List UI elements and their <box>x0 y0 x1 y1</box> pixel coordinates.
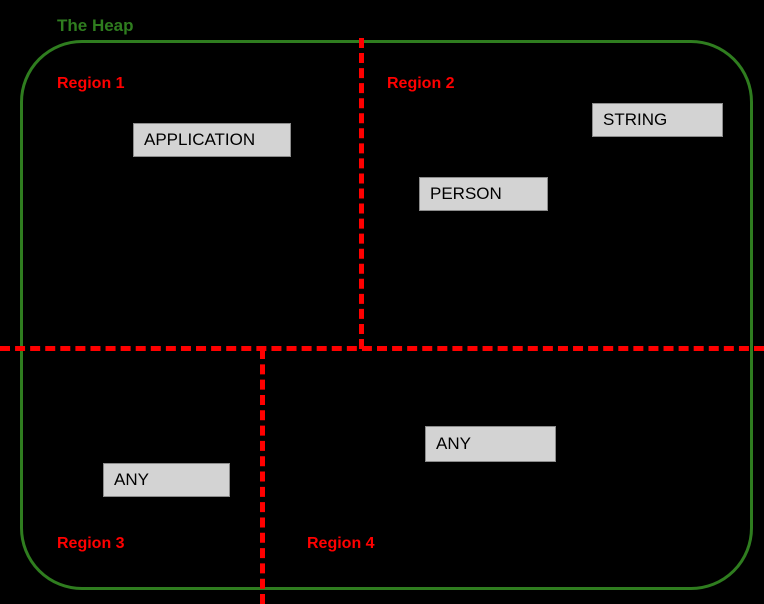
heap-object-person: PERSON <box>419 177 548 211</box>
heap-title: The Heap <box>57 16 134 35</box>
region-divider-horizontal <box>0 346 764 351</box>
heap-object-any-region4: ANY <box>425 426 556 462</box>
region-label-1: Region 1 <box>57 75 125 92</box>
heap-object-any-region3: ANY <box>103 463 230 497</box>
heap-boundary <box>20 40 753 590</box>
region-label-4: Region 4 <box>307 535 375 552</box>
heap-object-string: STRING <box>592 103 723 137</box>
heap-object-application: APPLICATION <box>133 123 291 157</box>
region-label-2: Region 2 <box>387 75 455 92</box>
region-divider-vertical-bottom <box>260 349 265 604</box>
region-label-3: Region 3 <box>57 535 125 552</box>
region-divider-vertical-top <box>359 38 364 349</box>
